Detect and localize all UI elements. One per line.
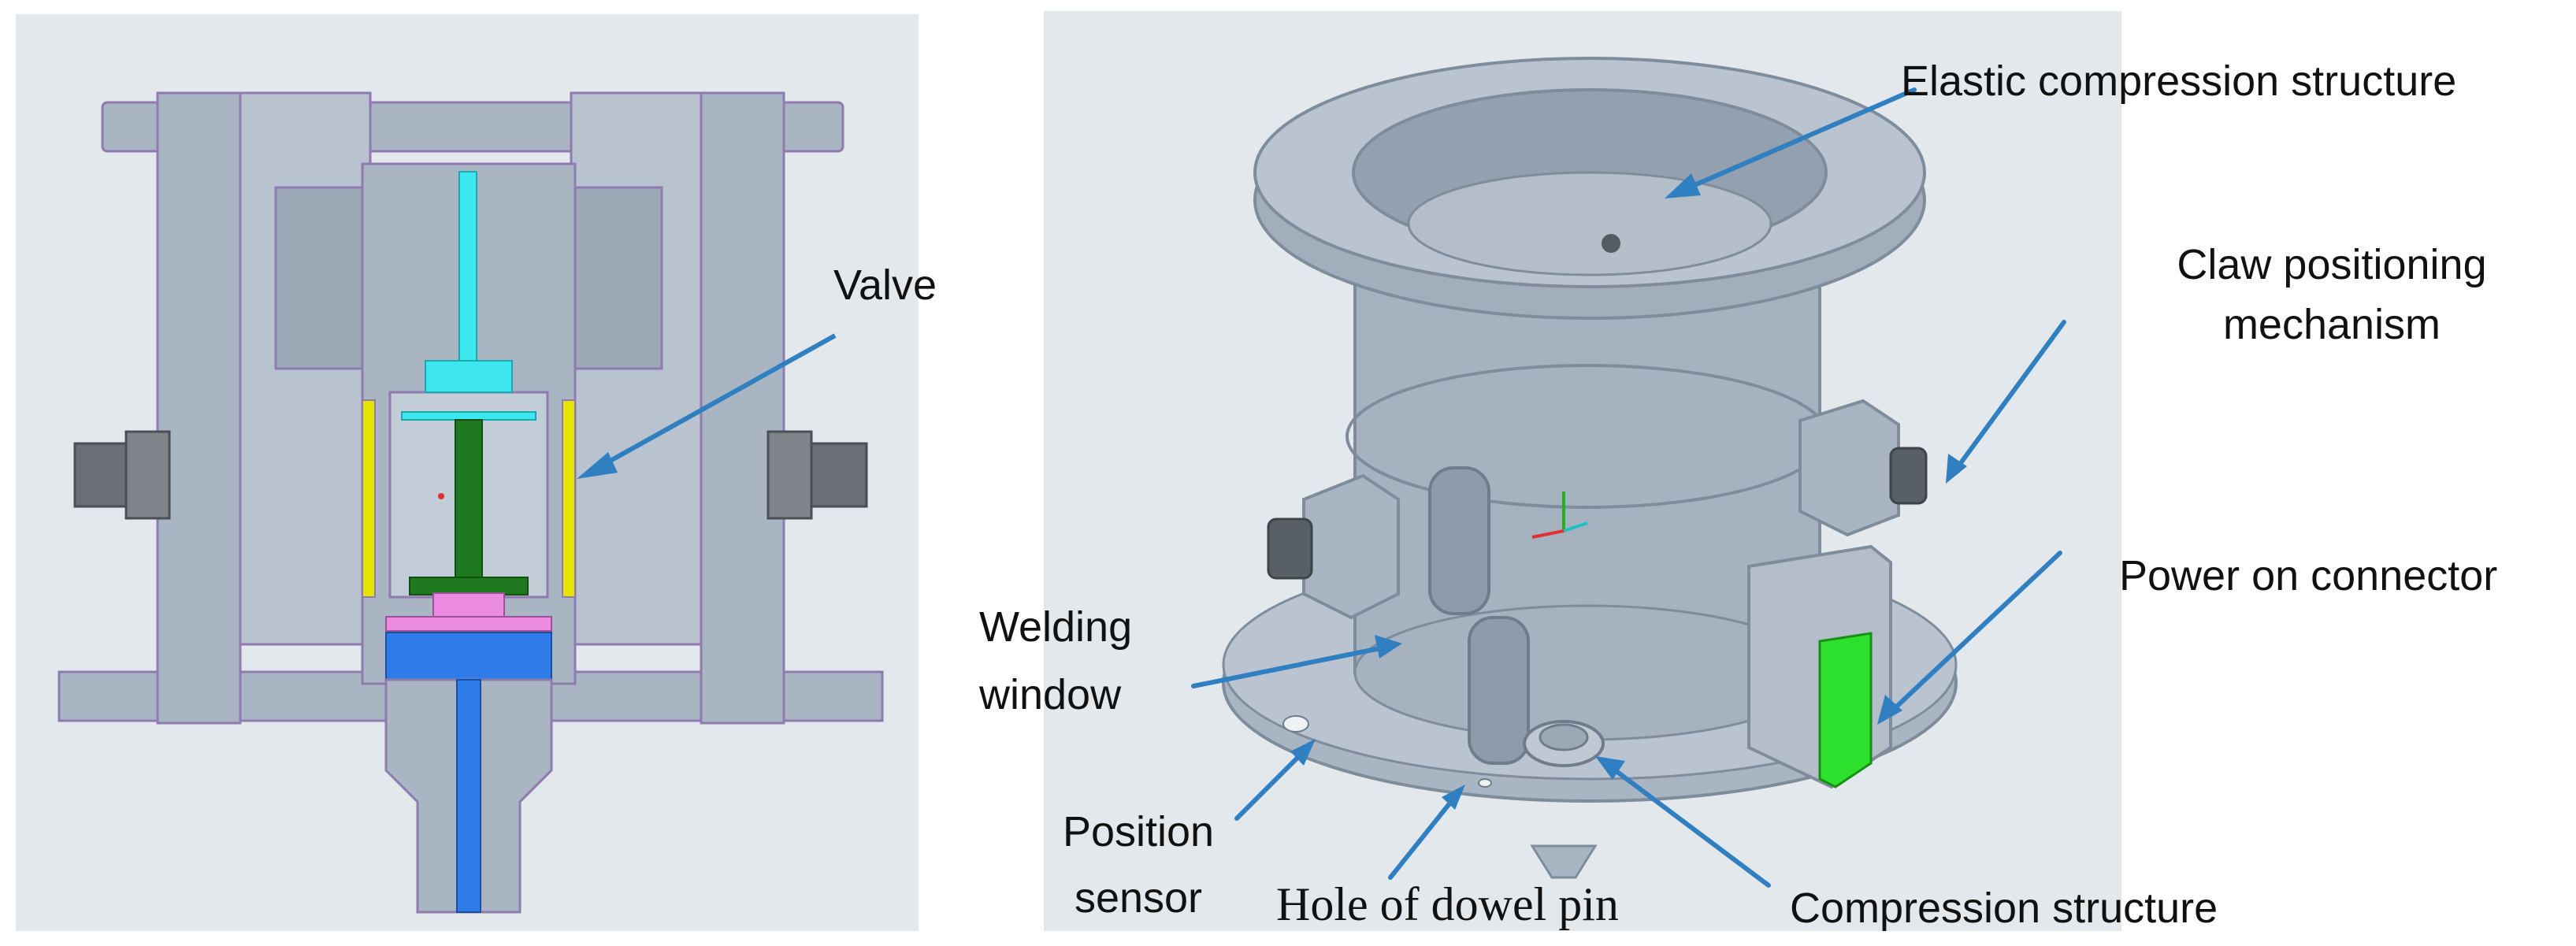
cyan-stem <box>458 171 477 393</box>
arrow-dowel-head <box>1442 785 1465 810</box>
right-outer-wall <box>700 91 785 725</box>
label-position-line1: Position <box>1062 808 1215 855</box>
left-boss <box>1302 473 1400 620</box>
label-power-on-connector: Power on connector <box>2119 552 2498 599</box>
label-compression-structure: Compression structure <box>1790 885 2218 932</box>
dowel-pin-hole <box>1478 778 1492 788</box>
arrow-position <box>1234 749 1306 821</box>
right-boss <box>1798 399 1900 537</box>
axis-z <box>1563 521 1588 532</box>
right-bolt <box>1889 447 1928 505</box>
valve-arrow-head <box>577 452 618 479</box>
cyan-collar <box>425 360 513 393</box>
arrow-compression <box>1609 765 1771 888</box>
cross-section-panel: Valve <box>16 14 937 931</box>
top-bore-inner <box>1407 171 1772 276</box>
cyan-disc <box>401 411 536 421</box>
left-bolt <box>1267 518 1313 580</box>
pink-plate <box>385 616 552 632</box>
cross-section-drawing <box>58 91 884 914</box>
arrow-power-head <box>1877 695 1902 725</box>
label-valve: Valve <box>833 262 937 309</box>
arrow-elastic-head <box>1665 173 1701 198</box>
label-welding-line1: Welding <box>979 603 1133 651</box>
welding-window-lower <box>1468 616 1530 765</box>
isometric-drawing <box>1191 57 2066 888</box>
label-claw-positioning-mechanism: Claw positioning mechanism <box>2143 240 2521 349</box>
label-welding-line2: window <box>979 671 1122 719</box>
green-stem <box>455 419 483 578</box>
bottom-nozzle <box>1530 844 1598 879</box>
connector-green <box>1818 632 1873 788</box>
compression-screw-head <box>1539 723 1589 751</box>
outlet-channel <box>456 679 481 913</box>
valve-arrow <box>593 333 837 472</box>
isometric-panel <box>1044 11 2121 931</box>
arrows <box>1191 87 2066 888</box>
axis-x <box>1531 529 1565 539</box>
label-claw-line2: mechanism <box>2222 301 2441 349</box>
arrow-welding-head <box>1375 635 1402 658</box>
label-position-line2: sensor <box>1074 874 1203 922</box>
label-hole-of-dowel-pin: Hole of dowel pin <box>1276 878 1619 930</box>
welding-window-upper <box>1428 466 1490 615</box>
arrow-power <box>1888 551 2062 714</box>
label-welding-window: Welding window <box>979 603 1132 719</box>
left-fitting-nut <box>124 430 171 520</box>
label-elastic-compression-structure: Elastic compression structure <box>1901 58 2457 105</box>
green-base <box>409 577 529 595</box>
valve-sleeve-right <box>562 399 576 598</box>
right-fitting-nut <box>766 430 813 520</box>
arrow-dowel <box>1388 796 1456 880</box>
center-hole <box>1602 234 1620 253</box>
arrow-claw-head <box>1946 454 1967 484</box>
blue-seat <box>385 632 552 681</box>
left-outer-wall <box>156 91 242 725</box>
arrow-position-head <box>1290 739 1316 766</box>
body-cylinder <box>1353 262 1821 674</box>
valve-sleeve-left <box>362 399 376 598</box>
arrow-compression-head <box>1595 756 1625 780</box>
position-sensor-hole <box>1282 715 1309 733</box>
arrow-elastic <box>1680 87 1917 193</box>
label-claw-line1: Claw positioning <box>2177 241 2487 288</box>
arrow-welding <box>1191 645 1386 688</box>
arrow-claw <box>1954 320 2066 472</box>
label-position-sensor: Position sensor <box>1040 807 1237 922</box>
origin-marker <box>438 493 444 499</box>
